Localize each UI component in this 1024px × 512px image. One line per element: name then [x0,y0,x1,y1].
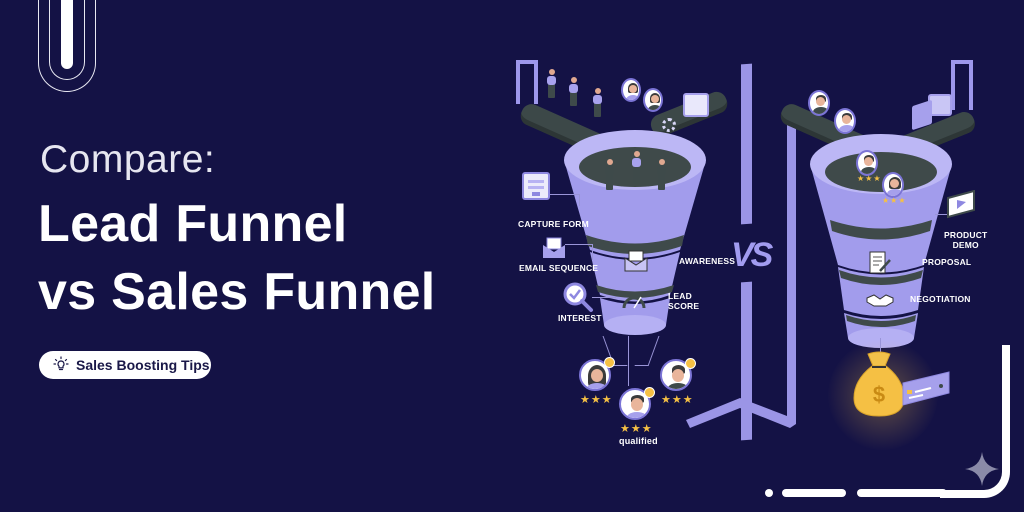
form-icon [522,172,550,200]
qualified-avatar [579,359,611,391]
envelope-open-icon [624,250,648,272]
connector-line [634,336,660,366]
svg-text:$: $ [873,382,885,407]
handshake-icon [866,294,894,307]
avatar [808,90,830,116]
connecting-pipe [686,116,796,428]
label-lead-score-line-1: LEAD [668,291,692,301]
envelope-icon [543,237,565,258]
person-figure [605,159,614,190]
magnifier-check-icon [563,282,593,312]
category-pill[interactable]: Sales Boosting Tips [39,351,211,379]
person-figure [657,159,666,190]
lightbulb-icon [53,355,69,375]
document-pen-icon [869,251,891,274]
rating-stars: ★★★ [661,394,694,406]
vs-label: VS [731,236,773,274]
person-figure [632,151,641,184]
person-figure [593,88,602,117]
decorative-dash [782,489,846,497]
person-figure [547,69,556,98]
connector-line [592,297,616,298]
title-line-2: vs Sales Funnel [38,263,436,321]
label-product-demo: PRODUCT DEMO [944,230,988,251]
sales-funnel-shape [810,134,952,348]
rating-stars: ★★★ [580,394,613,406]
label-product-demo-line-1: PRODUCT [944,230,988,240]
connector-line [880,338,881,352]
box-icon [683,93,709,117]
decorative-clip-bar [61,0,73,69]
star-badge-icon [604,357,615,368]
decorative-clip-inner [49,0,85,80]
monitor-play-icon [947,190,975,219]
connector-line [565,244,593,260]
gear-icon [662,118,676,132]
avatar [643,88,663,112]
label-lead-score: LEAD SCORE [668,291,700,312]
gauge-icon [622,296,646,309]
connector-line [935,214,947,215]
eyebrow-text: Compare: [40,138,216,181]
person-figure [569,77,578,106]
avatar [856,150,878,176]
rating-stars: ★★★ [857,174,882,183]
belt-gate [951,60,973,110]
decorative-clip-outer [38,0,96,92]
connector-line [628,336,629,386]
sparkle-icon [965,452,999,486]
rating-stars: ★★★ [882,196,907,205]
decorative-line [857,489,947,497]
label-interest: INTEREST [558,313,602,323]
label-capture-form: CAPTURE FORM [518,219,589,229]
decorative-dot [765,489,773,497]
star-badge-icon [644,387,655,398]
avatar [834,108,856,134]
label-negotiation: NEGOTIATION [910,294,971,304]
belt-gate [516,60,538,104]
label-qualified: qualified [619,436,658,446]
label-awareness: AWARENESS [679,256,736,266]
label-proposal: PROPOSAL [922,257,972,267]
label-lead-score-line-2: SCORE [668,300,700,311]
avatar [882,172,904,198]
avatar [621,78,641,102]
category-pill-label: Sales Boosting Tips [76,357,210,373]
title-line-1: Lead Funnel [38,195,348,253]
label-email-sequence: EMAIL SEQUENCE [519,263,599,273]
credit-card-icon [902,371,950,406]
label-product-demo-line-2: DEMO [952,239,979,250]
rating-stars: ★★★ [620,423,653,435]
star-badge-icon [685,358,696,369]
connector-line [550,194,580,206]
qualified-avatar [619,388,651,420]
money-bag-icon: $ [853,351,905,417]
decorative-corner-line [940,345,1010,498]
